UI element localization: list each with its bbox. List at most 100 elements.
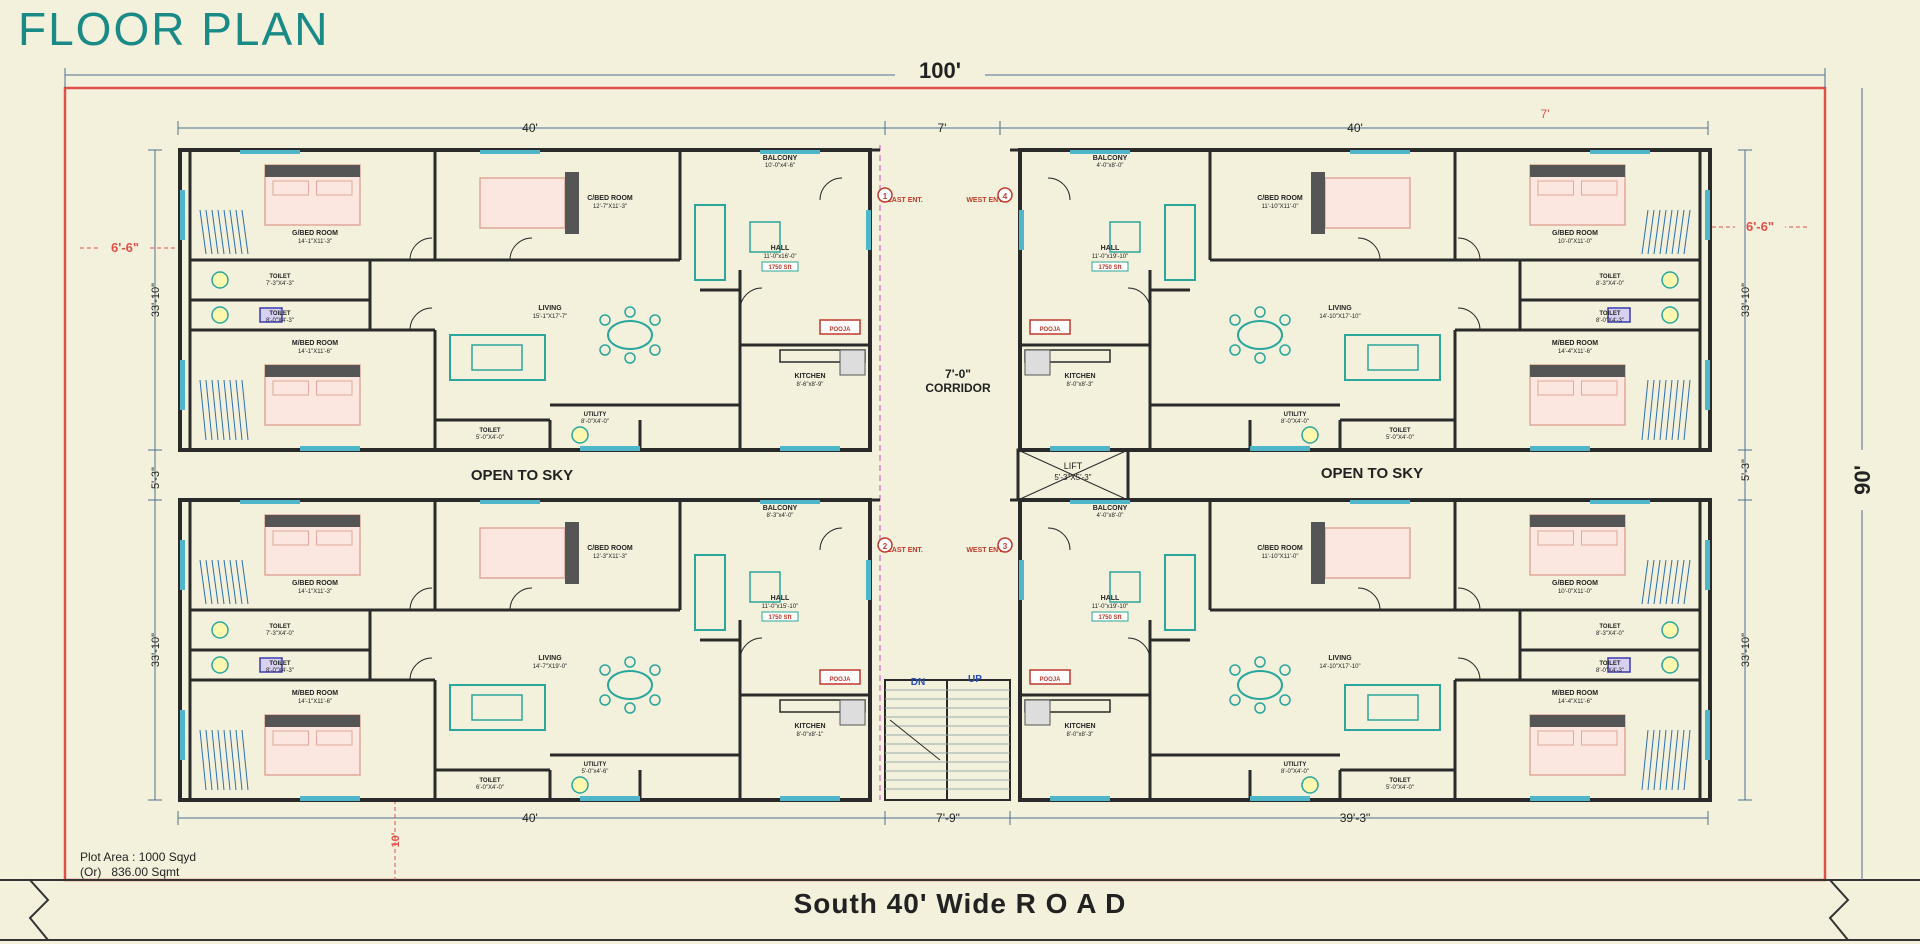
gbed-size: 10'-0"X11'-0"	[1558, 239, 1592, 245]
utility-size: 8'-0"X4'-0"	[1281, 769, 1309, 775]
toilet-fixture	[211, 621, 229, 639]
door-swing	[409, 237, 433, 261]
pooja-label: POOJA	[829, 327, 851, 333]
dim-top-left: 40'	[522, 121, 538, 135]
bed	[479, 527, 566, 579]
window	[1070, 150, 1130, 154]
balcony-label: BALCONY	[1093, 505, 1128, 512]
dining-table	[1237, 670, 1283, 700]
pooja-box	[819, 669, 861, 685]
hall-size: 11'-0"x16'-0"	[763, 254, 796, 260]
utility-size: 8'-0"X4'-0"	[581, 419, 609, 425]
dim-bottom-setback: 10'	[390, 832, 402, 847]
sofa	[1164, 204, 1196, 281]
unit-number: 4	[1003, 192, 1008, 201]
pooja-label: POOJA	[829, 677, 851, 683]
balcony-label: BALCONY	[763, 505, 798, 512]
kitchen-size: 8'-0"x8'-3"	[1067, 382, 1094, 388]
plot-area-line1: Plot Area : 1000 Sqyd	[80, 850, 197, 864]
kitchen-label: KITCHEN	[1064, 723, 1095, 730]
door-swing	[1457, 307, 1481, 331]
stair-dn: DN	[911, 677, 925, 688]
door-swing	[739, 637, 763, 661]
window	[780, 796, 840, 801]
utility-size: 8'-0"X4'-0"	[1281, 419, 1309, 425]
cbed-size: 11'-10"X11'-0"	[1261, 204, 1298, 210]
cbed-size: 11'-10"X11'-0"	[1261, 554, 1298, 560]
window	[480, 150, 540, 154]
balcony-label: BALCONY	[763, 155, 798, 162]
cbed-label: C/BED ROOM	[587, 545, 633, 552]
plot-area-line2: (Or) 836.00 Sqmt	[80, 865, 180, 879]
window	[760, 500, 820, 504]
window	[1530, 796, 1590, 801]
dim-top-right-small: 7'	[1541, 107, 1550, 121]
dim-bottom-left: 40'	[522, 811, 538, 825]
unit-number: 2	[883, 542, 888, 551]
toilet2-size: 8'-0"X4'-3"	[266, 318, 294, 324]
window	[1530, 446, 1590, 451]
toilet-fixture	[211, 306, 229, 324]
sofa	[694, 204, 726, 281]
dim-left-gap: 5'-3"	[150, 467, 162, 489]
window	[240, 150, 300, 154]
window	[1350, 500, 1410, 504]
hall-label: HALL	[1101, 245, 1120, 252]
toilet-fixture	[1661, 271, 1679, 289]
plot-area-note: Plot Area : 1000 Sqyd (Or) 836.00 Sqmt	[80, 850, 196, 880]
door-swing	[819, 177, 843, 201]
window	[580, 796, 640, 801]
door-swing	[1047, 177, 1071, 201]
door-swing	[1457, 237, 1481, 261]
kitchen-label: KITCHEN	[794, 723, 825, 730]
toilet3-size: 5'-0"X4'-0"	[1386, 435, 1414, 441]
sqft-badge: 1750 Sft	[768, 265, 791, 271]
living-sofa	[1344, 684, 1441, 731]
toilet3-size: 5'-0"X4'-0"	[1386, 785, 1414, 791]
stair-up: UP	[968, 674, 982, 685]
living-sofa	[449, 334, 546, 381]
gbed-label: G/BED ROOM	[292, 580, 338, 587]
window	[1705, 190, 1710, 240]
break-mark-left	[28, 879, 50, 941]
window	[480, 500, 540, 504]
unit-1	[178, 148, 880, 452]
window	[1050, 446, 1110, 451]
toilet-fixture	[211, 656, 229, 674]
living-size: 14'-7"X19'-0"	[533, 664, 568, 670]
toilet1-size: 7'-3"X4'-3"	[266, 281, 294, 287]
pooja-box	[1029, 669, 1071, 685]
balcony-size: 4'-0"x8'-0"	[1097, 163, 1124, 169]
toilet2-size: 8'-0"X4'-3"	[1596, 668, 1624, 674]
door-swing	[1457, 587, 1481, 611]
dim-right-total: 90'	[1846, 88, 1878, 880]
cbed-label: C/BED ROOM	[587, 195, 633, 202]
sqft-badge: 1750 Sft	[1098, 265, 1121, 271]
entry-label: WEST ENT.	[966, 197, 1003, 204]
door-swing	[509, 587, 533, 611]
dim-90: 90'	[1850, 465, 1875, 495]
sqft-badge: 1750 Sft	[1098, 615, 1121, 621]
window	[1590, 150, 1650, 154]
toilet3-label: TOILET	[479, 778, 501, 784]
dim-top-right: 40'	[1347, 121, 1363, 135]
corridor-label: CORRIDOR	[925, 381, 991, 395]
window	[780, 446, 840, 451]
hall-size: 11'-0"x15'-10"	[762, 604, 798, 610]
lift-label: LIFT	[1064, 461, 1083, 471]
balcony-label: BALCONY	[1093, 155, 1128, 162]
dim-bottom-sub: 40' 7'-9" 39'-3"	[177, 811, 1709, 825]
door-swing	[409, 587, 433, 611]
toilet2-size: 8'-0"X4'-3"	[266, 668, 294, 674]
dim-left-upper: 33'-10"	[150, 283, 162, 317]
dim-100: 100'	[919, 58, 961, 83]
toilet1-size: 7'-3"X4'-0"	[266, 631, 294, 637]
door-swing	[409, 307, 433, 331]
dim-top-mid: 7'	[938, 121, 947, 135]
mbed-label: M/BED ROOM	[1552, 690, 1598, 697]
door-swing	[409, 657, 433, 681]
